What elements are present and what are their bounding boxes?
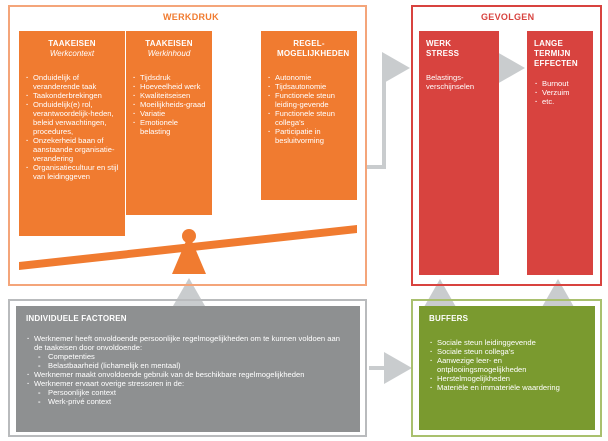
individuele-factoren-list: ·Werknemer heeft onvoldoende persoonlijk… xyxy=(26,334,350,406)
list-item: Organisatiecultuur en stijl van leidingg… xyxy=(25,163,119,181)
list-item: Functionele steun collega's xyxy=(267,109,351,127)
taakeisen-werkinhoud-title: TAAKEISEN xyxy=(145,39,193,48)
list-item: Burnout xyxy=(534,79,586,88)
factor-item: ·Werknemer maakt onvoldoende gebruik van… xyxy=(27,370,305,379)
taakeisen-werkcontext-box: TAAKEISEN Werkcontext Onduidelijk of ver… xyxy=(19,31,125,236)
buffers-list: Sociale steun leidinggevende Sociale ste… xyxy=(429,338,585,392)
werkdruk-frame xyxy=(8,5,367,286)
taakeisen-werkcontext-list: Onduidelijk of veranderende taak Taakond… xyxy=(25,73,119,181)
factor-subitem: -Werk-privé context xyxy=(38,397,112,406)
list-item: Variatie xyxy=(132,109,206,118)
list-item: Participatie in besluitvorming xyxy=(267,127,351,145)
list-item: Tijdsautonomie xyxy=(267,82,351,91)
dash-mark: - xyxy=(38,352,41,361)
regelmogelijkheden-box: REGEL-MOGELIJKHEDEN Autonomie Tijdsauton… xyxy=(261,31,357,200)
taakeisen-werkinhoud-box: TAAKEISEN Werkinhoud Tijdsdruk Hoeveelhe… xyxy=(126,31,212,215)
regelmogelijkheden-list: Autonomie Tijdsautonomie Functionele ste… xyxy=(267,73,351,145)
factor-subitem: -Belastbaarheid (lichamelijk en mentaal) xyxy=(38,361,181,370)
factor-subitem: -Persoonlijke context xyxy=(38,388,116,397)
dash-mark: - xyxy=(38,397,41,406)
arrow-werkdruk-to-werkstress xyxy=(366,52,410,169)
list-item: Kwaliteitseisen xyxy=(132,91,206,100)
taakeisen-werkcontext-subtitle: Werkcontext xyxy=(49,49,95,58)
list-item: Sociale steun collega's xyxy=(429,347,585,356)
list-item: Autonomie xyxy=(267,73,351,82)
list-item: Tijdsdruk xyxy=(132,73,206,82)
individuele-factoren-title: INDIVIDUELE FACTOREN xyxy=(26,314,127,323)
werkstress-text: Belastings-verschijnselen xyxy=(426,73,475,92)
factor-item: ·Werknemer heeft onvoldoende persoonlijk… xyxy=(27,334,340,352)
werkstress-box: WERK STRESS Belastings-verschijnselen xyxy=(419,31,499,275)
buffers-frame xyxy=(411,299,602,437)
list-item: Aanwezige leer- en ontplooiingsmogelijkh… xyxy=(429,356,585,374)
list-item: Taakonderbrekingen xyxy=(25,91,119,100)
dash-mark: - xyxy=(38,361,41,370)
list-item: Functionele steun leiding-gevende xyxy=(267,91,351,109)
individuele-factoren-frame xyxy=(8,299,367,437)
lange-termijn-title: LANGE TERMIJN EFFECTEN xyxy=(534,39,578,68)
taakeisen-werkinhoud-subtitle: Werkinhoud xyxy=(147,49,191,58)
lever-fulcrum xyxy=(172,234,206,274)
bullet-mark: · xyxy=(27,334,30,343)
list-item: Hoeveelheid werk xyxy=(132,82,206,91)
werkstress-title: WERK STRESS xyxy=(426,39,460,58)
list-item: Onduidelijk of veranderende taak xyxy=(25,73,119,91)
list-item: Onzekerheid baan of aanstaande organisat… xyxy=(25,136,119,163)
lange-termijn-box: LANGE TERMIJN EFFECTEN Burnout Verzuim e… xyxy=(527,31,593,275)
list-item: Moeilijkheids-graad xyxy=(132,100,206,109)
gevolgen-title: GEVOLGEN xyxy=(481,12,535,22)
bullet-mark: · xyxy=(27,379,30,388)
gevolgen-frame xyxy=(411,5,602,286)
list-item: etc. xyxy=(534,97,586,106)
factor-subitem: -Competenties xyxy=(38,352,95,361)
list-item: Sociale steun leidinggevende xyxy=(429,338,585,347)
werkdruk-title: WERKDRUK xyxy=(163,12,219,22)
bullet-mark: · xyxy=(27,370,30,379)
list-item: Herstelmogelijkheden xyxy=(429,374,585,383)
lange-termijn-list: Burnout Verzuim etc. xyxy=(534,79,586,106)
lever-pivot xyxy=(182,229,196,243)
list-item: Materiële en immateriële waardering xyxy=(429,383,585,392)
taakeisen-werkcontext-title: TAAKEISEN xyxy=(48,39,96,48)
buffers-box: BUFFERS Sociale steun leidinggevende Soc… xyxy=(419,306,595,430)
dash-mark: - xyxy=(38,388,41,397)
factor-item: ·Werknemer ervaart overige stressoren in… xyxy=(27,379,185,388)
regelmogelijkheden-title: REGEL-MOGELIJKHEDEN xyxy=(277,39,350,58)
list-item: Emotionele belasting xyxy=(132,118,206,136)
individuele-factoren-box: INDIVIDUELE FACTOREN ·Werknemer heeft on… xyxy=(16,306,360,432)
list-item: Onduidelijk(e) rol, verantwoordelijk-hed… xyxy=(25,100,119,136)
taakeisen-werkinhoud-list: Tijdsdruk Hoeveelheid werk Kwaliteitseis… xyxy=(132,73,206,136)
buffers-title: BUFFERS xyxy=(429,314,469,323)
list-item: Verzuim xyxy=(534,88,586,97)
